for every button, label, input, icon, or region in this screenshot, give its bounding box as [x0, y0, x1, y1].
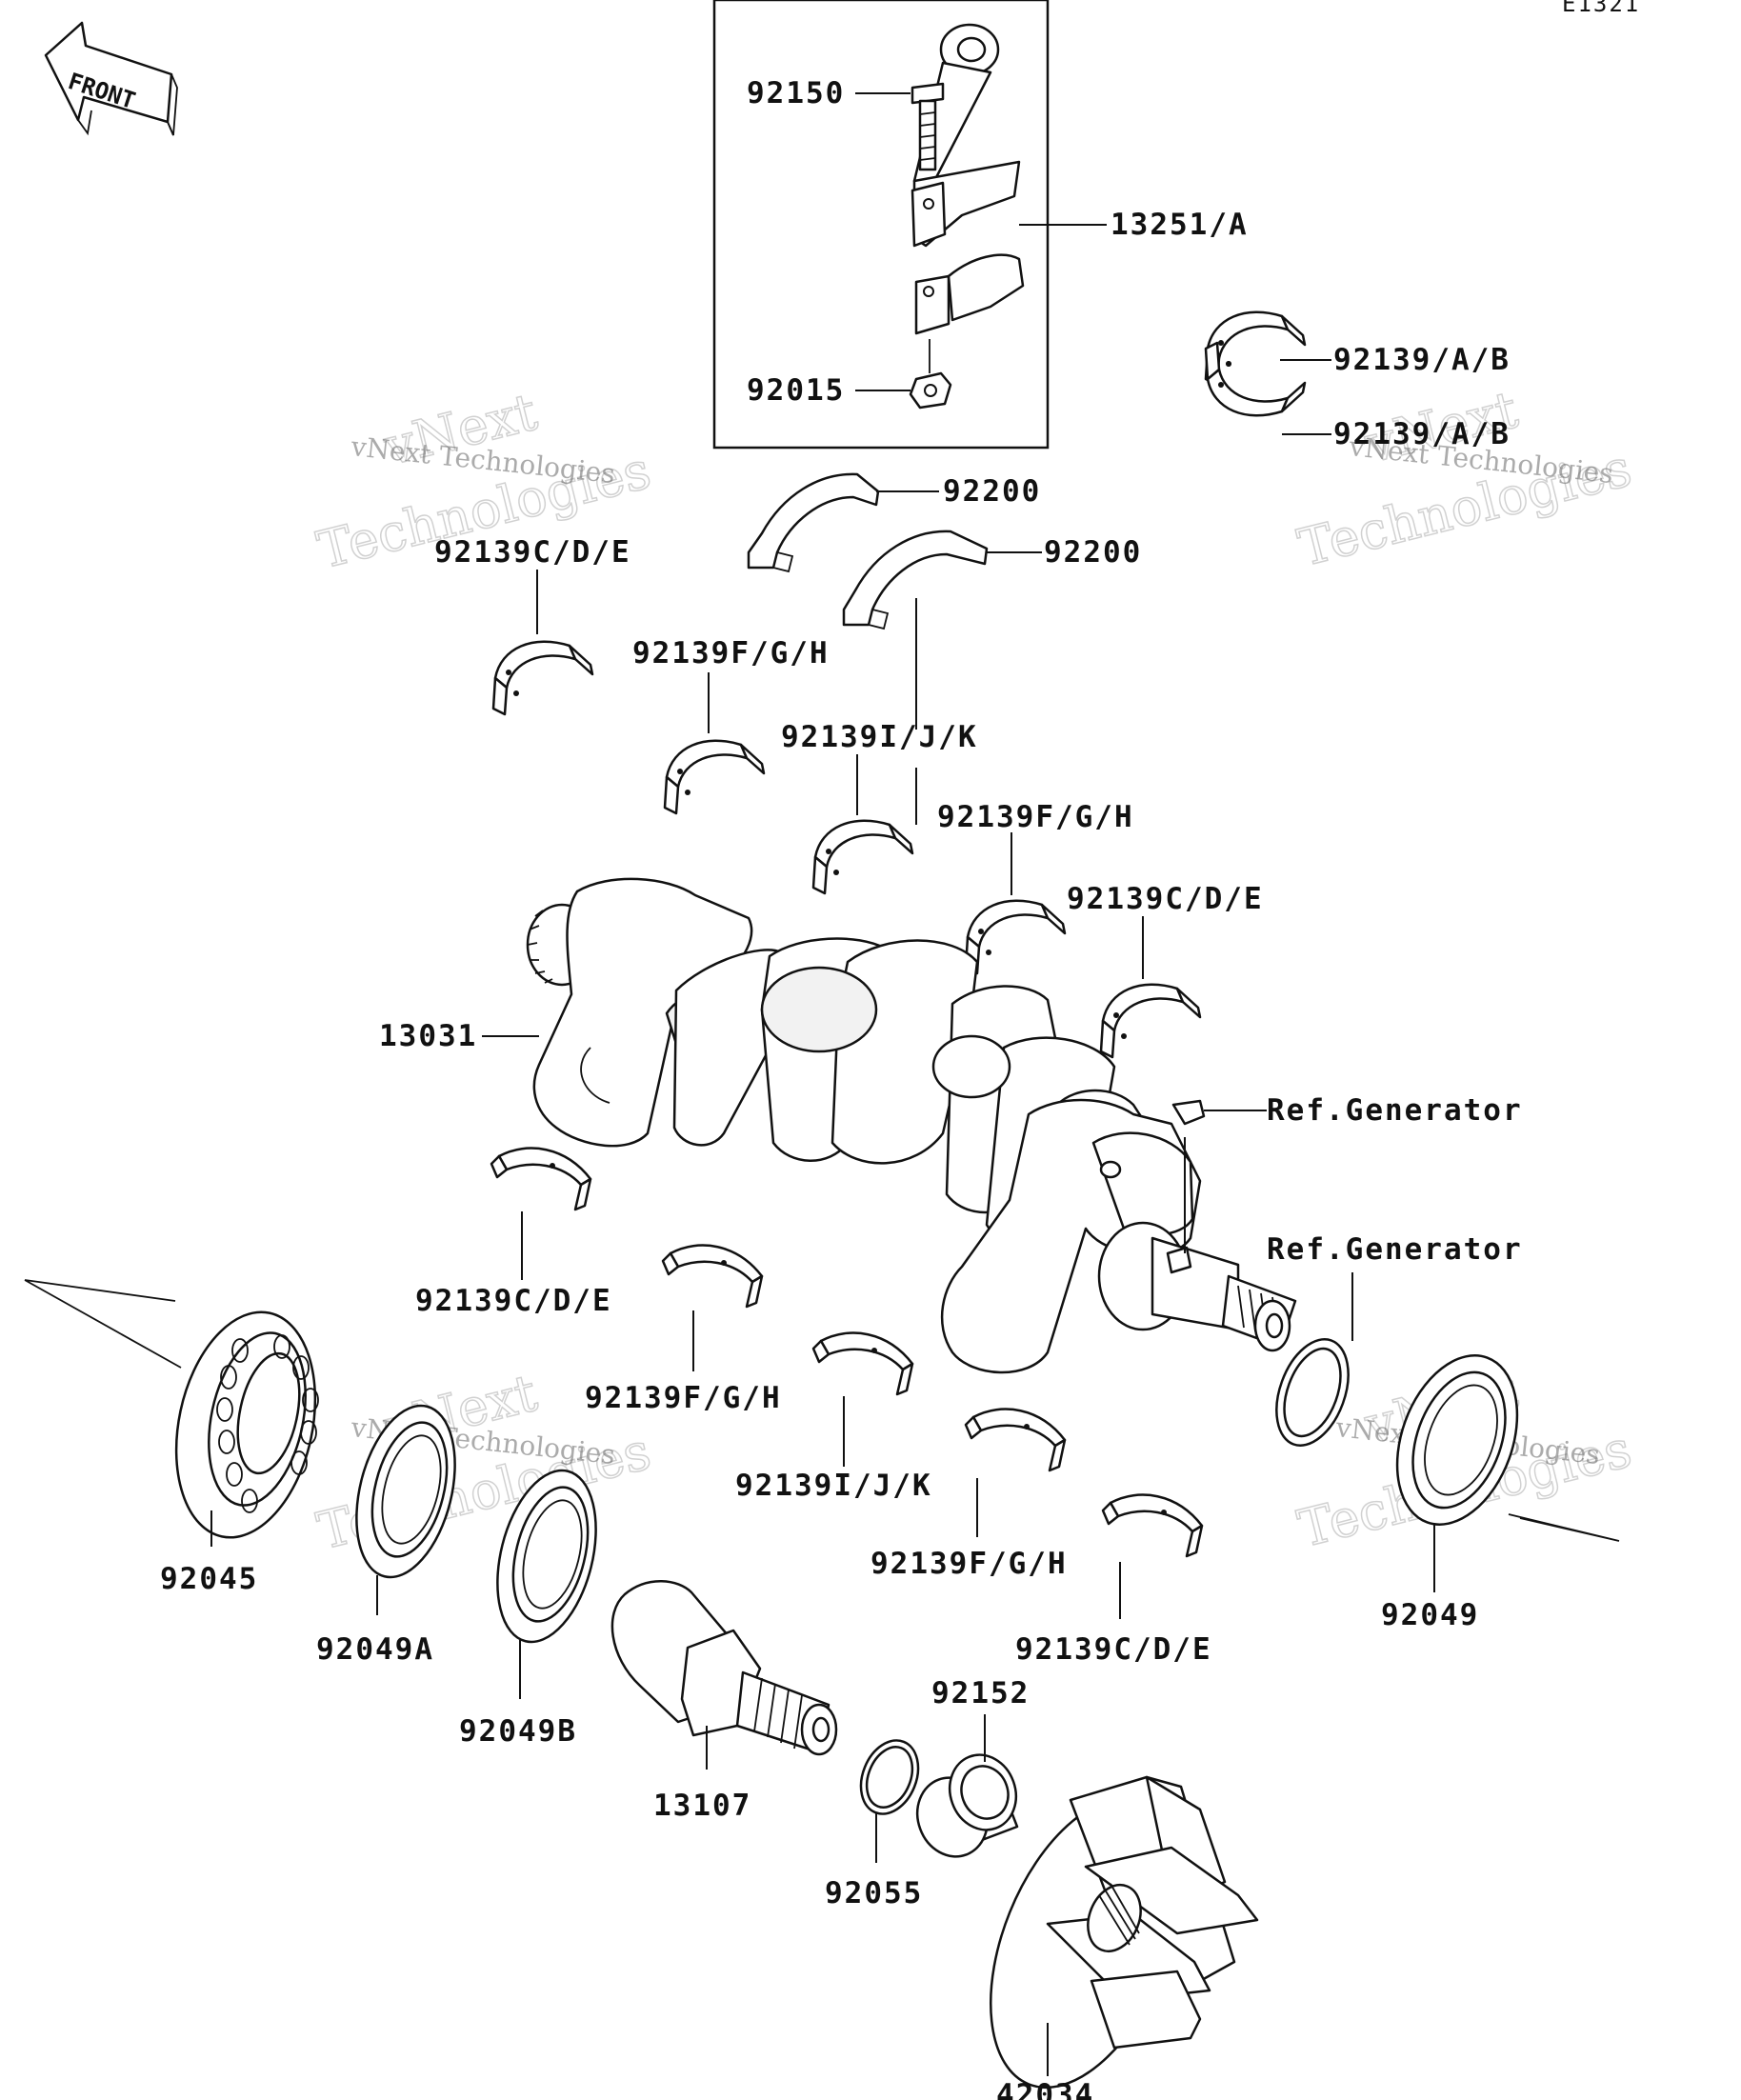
label-92139ab-2: 92139/A/B [1333, 417, 1511, 451]
seal-ring-ref-generator [1275, 1338, 1350, 1447]
label-92200-1: 92200 [943, 474, 1041, 509]
connecting-rod-part [909, 23, 1025, 410]
label-92139fgh-2: 92139F/G/H [937, 800, 1134, 834]
o-ring-92055-part [859, 1739, 920, 1815]
bearing-shell-92139cde-4 [1101, 1493, 1204, 1558]
label-ref-generator-2: Ref.Generator [1267, 1232, 1523, 1267]
bearing-shell-92139cde-3 [490, 1147, 592, 1211]
thrust-washer-92200-1 [747, 472, 880, 573]
label-92139cde-3: 92139C/D/E [415, 1284, 612, 1318]
oil-seal-92049-part [1395, 1354, 1519, 1526]
label-92152: 92152 [931, 1676, 1030, 1710]
label-92139cde-1: 92139C/D/E [434, 535, 631, 570]
label-92055: 92055 [825, 1876, 923, 1910]
bearing-shell-92139fgh-1 [663, 739, 766, 815]
label-92139ab-1: 92139/A/B [1333, 343, 1511, 377]
collar-92152-part [915, 1753, 1019, 1858]
label-13251a: 13251/A [1111, 208, 1249, 242]
label-13107: 13107 [653, 1789, 751, 1823]
label-92139fgh-1: 92139F/G/H [632, 636, 830, 670]
label-ref-generator-1: Ref.Generator [1267, 1093, 1523, 1128]
label-92045: 92045 [160, 1562, 258, 1596]
bearing-shell-92139cde-2 [1099, 983, 1202, 1059]
bearing-shell-92139fgh-3 [661, 1244, 764, 1309]
label-92015: 92015 [747, 373, 845, 408]
bearing-shell-92139ijk-1 [811, 819, 914, 895]
label-92049b: 92049B [459, 1714, 577, 1749]
bearing-shell-92139fgh-2 [964, 899, 1067, 975]
woodruff-key-part [1171, 1099, 1206, 1126]
shaft-13107-part [610, 1580, 838, 1756]
thrust-washer-92200-2 [842, 530, 989, 630]
oil-seal-92049a-part [355, 1404, 456, 1579]
front-arrow-icon: FRONT [44, 21, 178, 136]
label-42034: 42034 [996, 2078, 1094, 2100]
label-92139ijk-1: 92139I/J/K [781, 720, 978, 754]
label-92150: 92150 [747, 76, 845, 110]
label-13031: 13031 [379, 1019, 477, 1053]
label-92139ijk-2: 92139I/J/K [735, 1469, 932, 1503]
bearing-shell-92139fgh-4 [964, 1408, 1067, 1472]
label-92139fgh-3: 92139F/G/H [585, 1381, 782, 1415]
coupling-42034-part [989, 1775, 1259, 2090]
label-92200-2: 92200 [1044, 535, 1142, 570]
label-92049a: 92049A [316, 1632, 434, 1667]
label-92139cde-4: 92139C/D/E [1015, 1632, 1212, 1667]
bearing-shell-92139cde-1 [491, 640, 594, 716]
watermark-top-right: vNext Technologies vNext Technologies [1291, 379, 1638, 579]
oil-seal-92049b-part [496, 1469, 597, 1644]
diagram-code: E1321 [1562, 0, 1640, 17]
label-92139fgh-4: 92139F/G/H [870, 1547, 1068, 1581]
bearing-shell-92139ijk-2 [811, 1331, 914, 1396]
label-92049: 92049 [1381, 1598, 1479, 1632]
crankshaft-part [526, 877, 1297, 1374]
roller-bearing-92045-part [174, 1310, 319, 1539]
label-92139cde-2: 92139C/D/E [1067, 882, 1264, 916]
